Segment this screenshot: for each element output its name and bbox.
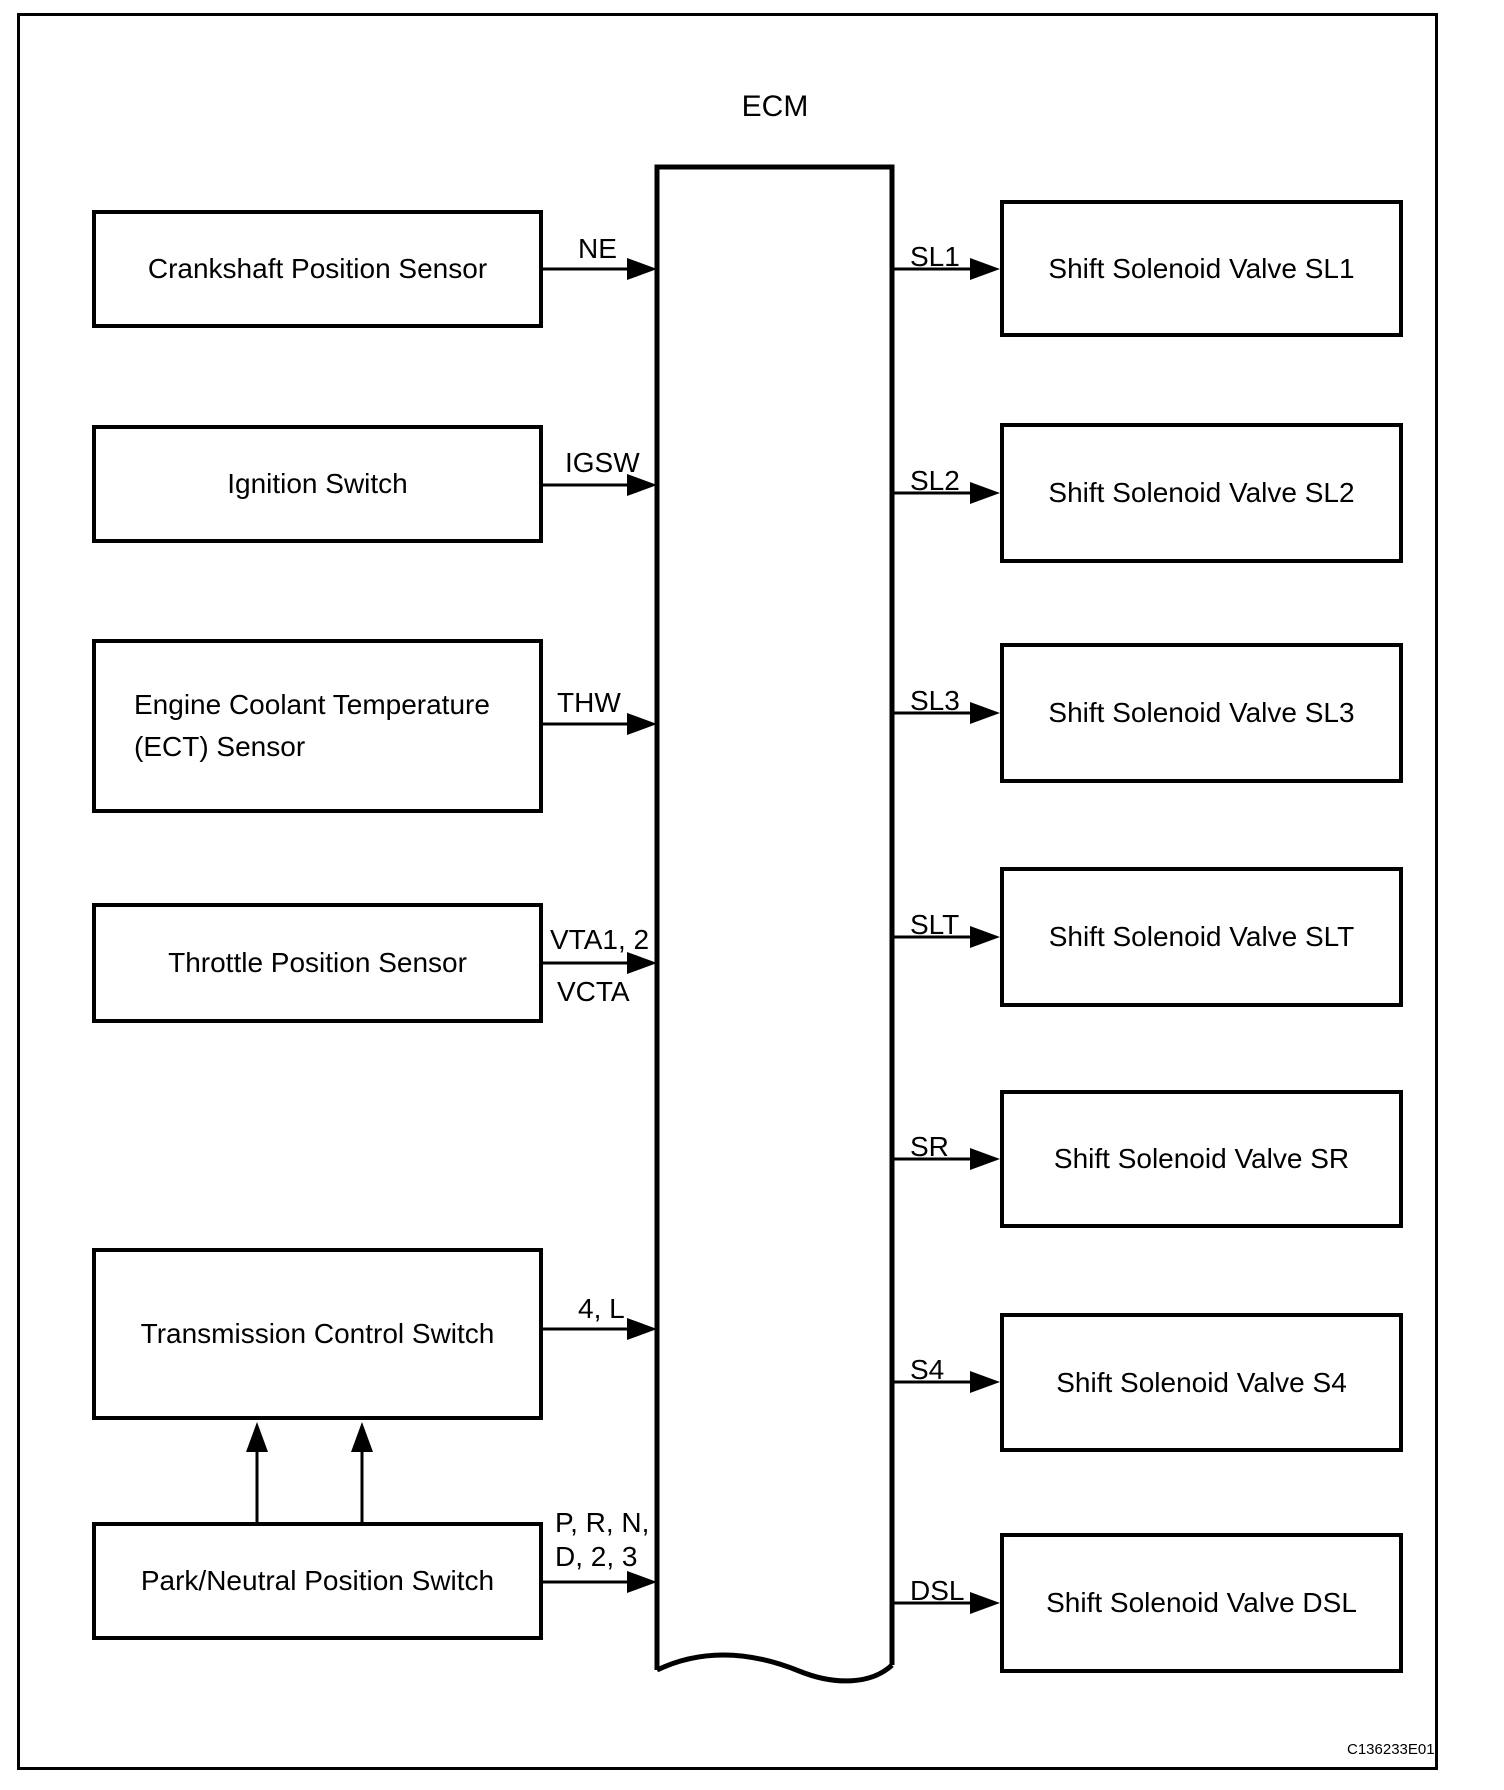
input-box-transmission-control-switch: Transmission Control Switch (92, 1248, 543, 1420)
signal-label-igsw: IGSW (565, 447, 640, 478)
ecm-torn-edge (655, 1652, 894, 1684)
signal-label-sr: SR (910, 1131, 949, 1162)
output-box-shift-solenoid-valve-sl1: Shift Solenoid Valve SL1 (1000, 200, 1403, 337)
output-box-shift-solenoid-valve-sl3: Shift Solenoid Valve SL3 (1000, 643, 1403, 783)
arrow-sl2 (890, 482, 1000, 504)
output-box-shift-solenoid-valve-dsl: Shift Solenoid Valve DSL (1000, 1533, 1403, 1673)
signal-label-s4: S4 (910, 1354, 945, 1385)
output-box-shift-solenoid-valve-sr: Shift Solenoid Valve SR (1000, 1090, 1403, 1228)
signal-label-thw: THW (557, 687, 621, 718)
arrow-sr (890, 1148, 1000, 1170)
arrow-park-to-transmission-right (351, 1422, 373, 1522)
arrow-thw (541, 713, 657, 735)
page-border (17, 13, 1438, 1770)
arrow-sl3 (890, 702, 1000, 724)
ecm-box-outline (654, 164, 895, 1684)
input-box-ignition-switch: Ignition Switch (92, 425, 543, 543)
input-box-throttle-position-sensor: Throttle Position Sensor (92, 903, 543, 1023)
output-box-shift-solenoid-valve-sl2: Shift Solenoid Valve SL2 (1000, 423, 1403, 563)
arrow-igsw (541, 474, 657, 496)
input-box-crankshaft-position-sensor: Crankshaft Position Sensor (92, 210, 543, 328)
signal-label-sl1: SL1 (910, 241, 960, 272)
signal-label-dsl: DSL (910, 1575, 965, 1606)
signal-label-ne: NE (578, 233, 617, 264)
arrow-ne (541, 258, 657, 280)
signal-label-vcta: VCTA (557, 976, 630, 1007)
input-box-ect-sensor: Engine Coolant Temperature (ECT) Sensor (92, 639, 543, 813)
input-box-park-neutral-position-switch: Park/Neutral Position Switch (92, 1522, 543, 1640)
signal-label-sl3: SL3 (910, 685, 960, 716)
ecm-title: ECM (741, 90, 809, 123)
arrow-s4 (890, 1371, 1000, 1393)
signal-label-prnd23: P, R, N, D, 2, 3 (555, 1507, 650, 1572)
arrow-vta-vcta (541, 952, 657, 974)
output-box-shift-solenoid-valve-s4: Shift Solenoid Valve S4 (1000, 1313, 1403, 1452)
arrow-dsl (890, 1592, 1000, 1614)
arrow-4l (541, 1318, 657, 1340)
signal-label-4l: 4, L (578, 1293, 625, 1324)
arrow-park-to-transmission-left (246, 1422, 268, 1522)
arrow-sl1 (890, 258, 1000, 280)
signal-label-sl2: SL2 (910, 465, 960, 496)
figure-code: C136233E01 (1347, 1741, 1435, 1758)
signal-label-vta: VTA1, 2 (550, 924, 650, 955)
output-box-shift-solenoid-valve-slt: Shift Solenoid Valve SLT (1000, 867, 1403, 1007)
signal-label-slt: SLT (910, 909, 960, 940)
arrow-prnd23 (541, 1571, 657, 1593)
arrow-slt (890, 926, 1000, 948)
